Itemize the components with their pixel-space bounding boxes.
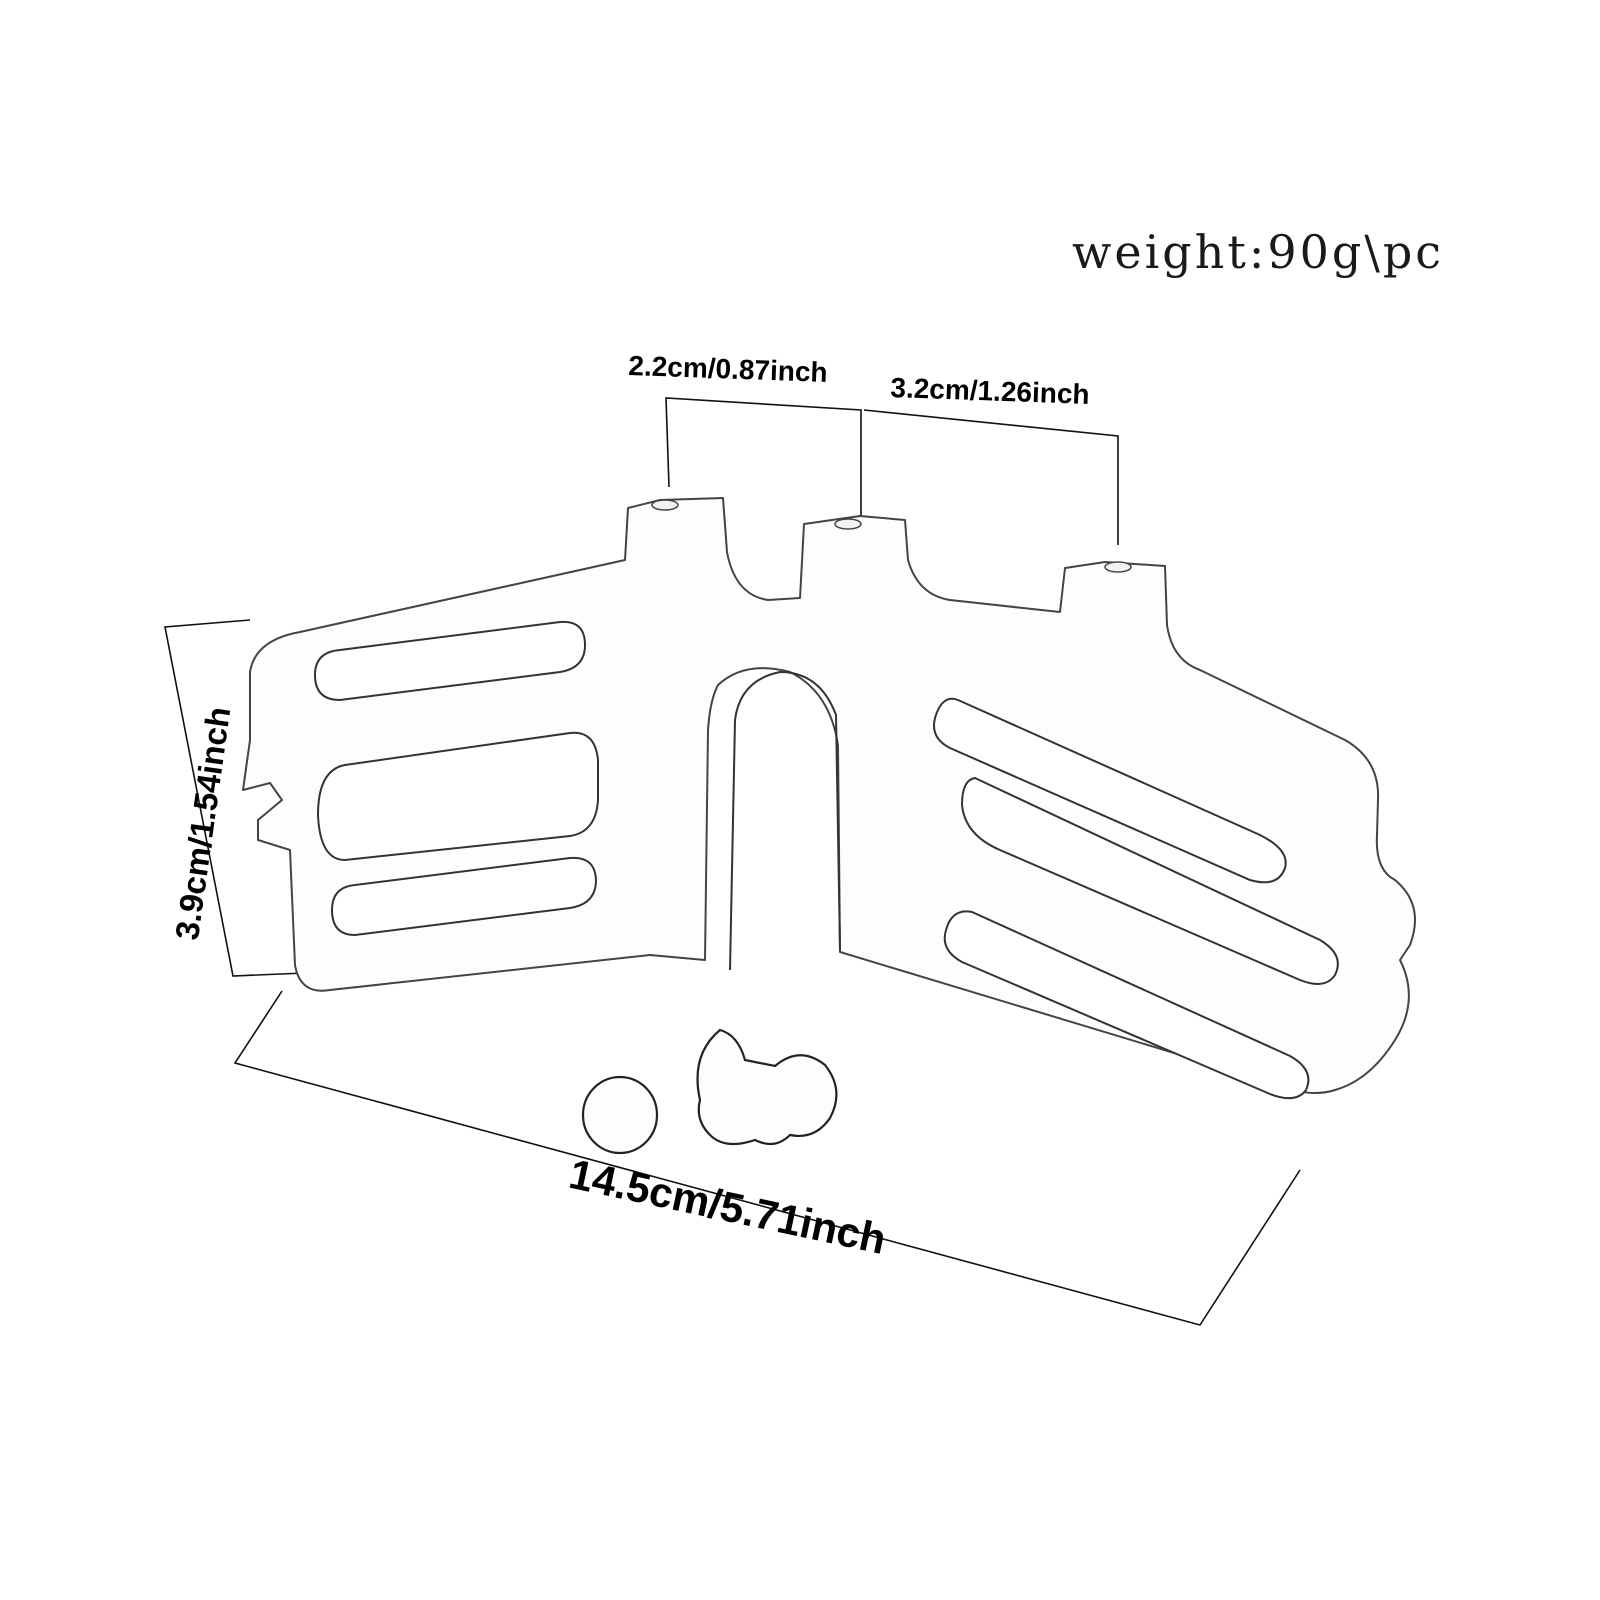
weight-label: weight:90g\pc [1072,225,1445,279]
mounting-holes [651,499,1132,573]
dimension-lines [164,397,1301,1326]
bracket-slots [313,620,1339,1100]
screws [581,1028,838,1155]
